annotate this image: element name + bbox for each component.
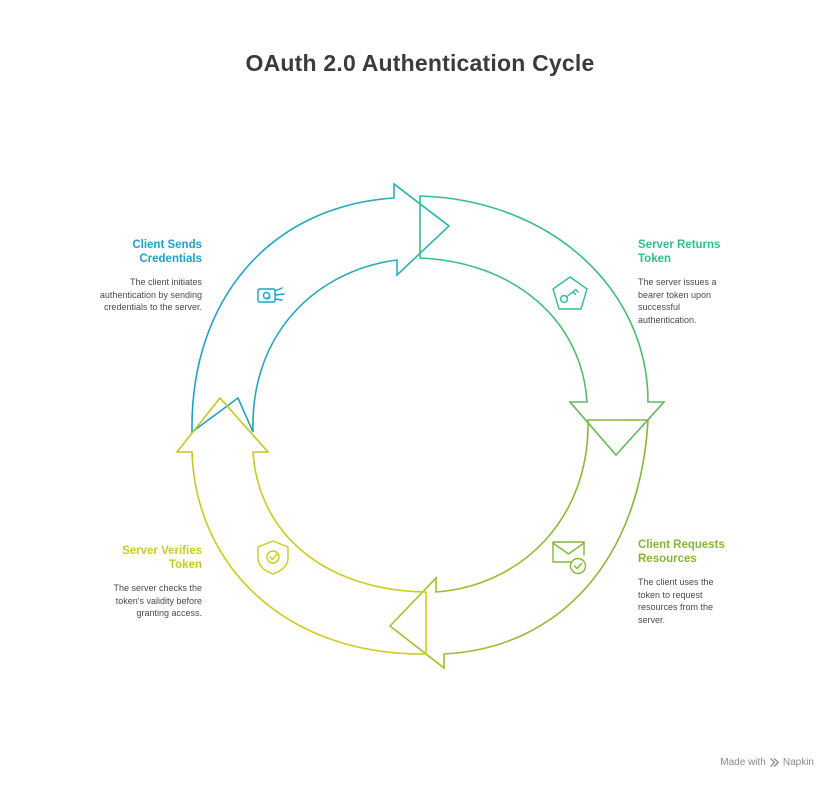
stage-heading: Server Returns Token (638, 239, 721, 265)
made-with-label: Made with (720, 757, 766, 768)
cycle-arrow-server-verifies (175, 396, 427, 655)
stage-client-sends-credentials: Client Sends Credentials The client init… (94, 238, 202, 314)
napkin-logo-icon (770, 758, 779, 767)
cycle-arrow-client-requests (388, 419, 649, 670)
stage-client-requests-resources: Client Requests Resources The client use… (638, 538, 738, 626)
stage-description: The client uses the token to request res… (638, 577, 714, 625)
stage-description: The server checks the token's validity b… (113, 583, 202, 618)
stage-description: The server issues a bearer token upon su… (638, 277, 717, 325)
diagram-title: OAuth 2.0 Authentication Cycle (245, 50, 595, 76)
stage-server-returns-token: Server Returns Token The server issues a… (638, 238, 734, 326)
shield-check-icon (257, 540, 289, 575)
made-with-napkin-footer[interactable]: Made with Napkin (720, 757, 814, 768)
stage-heading: Client Sends Credentials (132, 239, 202, 265)
stage-server-verifies-token: Server Verifies Token The server checks … (96, 544, 202, 620)
stage-description: The client initiates authentication by s… (99, 277, 202, 312)
stage-heading: Client Requests Resources (638, 539, 725, 565)
key-icon (552, 276, 588, 310)
cycle-arrow-client-sends (191, 182, 451, 434)
credentials-icon (257, 287, 285, 303)
cycle-arrow-server-returns (419, 195, 666, 457)
napkin-brand-label: Napkin (782, 757, 814, 768)
mail-check-icon (552, 541, 587, 575)
stage-heading: Server Verifies Token (122, 545, 202, 571)
